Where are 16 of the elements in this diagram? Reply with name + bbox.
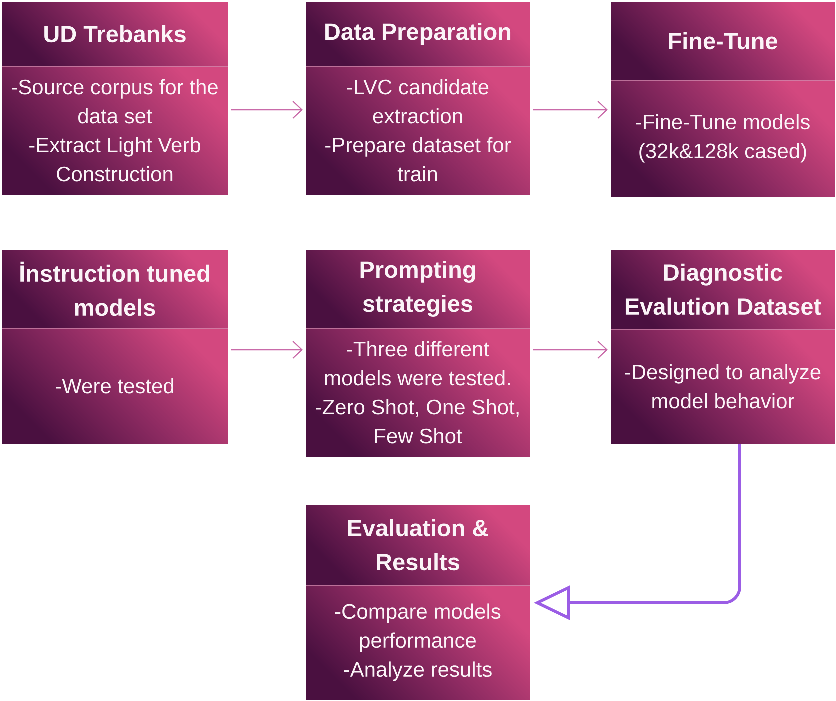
box-body: -Designed to analyze model behavior (611, 329, 835, 444)
box-body: -Three different models were tested. -Zero Shot, One Shot, Few Shot (306, 328, 530, 457)
box-header: Prompting strategies (306, 250, 530, 328)
box-header: Fine-Tune (611, 2, 835, 80)
box-header: İnstruction tuned models (2, 250, 228, 328)
box-header: Evaluation & Results (306, 504, 530, 585)
box-header: Data Preparation (306, 2, 530, 66)
arrow (231, 101, 303, 119)
arrow (533, 341, 608, 359)
box-body: -Were tested (2, 328, 228, 444)
box-body: -Compare models performance -Analyze results (306, 584, 530, 700)
arrow (533, 101, 608, 119)
box-header: Diagnostic Evalution Dataset (611, 250, 835, 329)
box-header: UD Trebanks (2, 2, 228, 66)
box-body: -Fine-Tune models (32k&128k cased) (611, 80, 835, 197)
arrow (231, 341, 303, 359)
